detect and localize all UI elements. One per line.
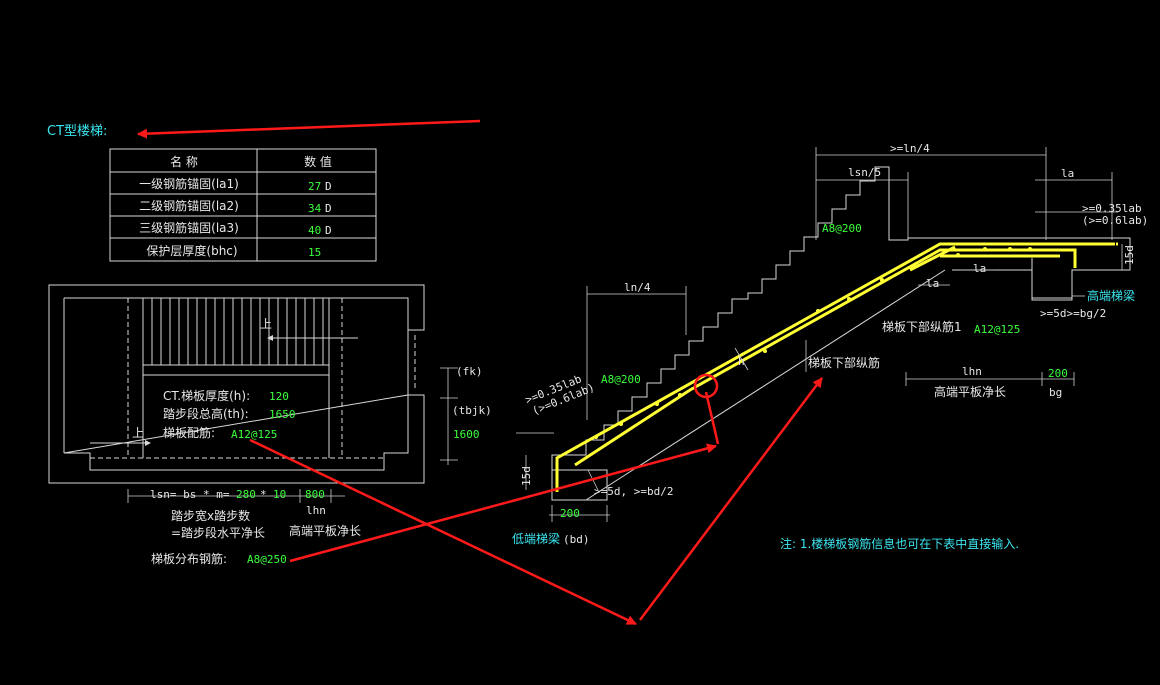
top-rebar [555, 242, 1115, 492]
bottom-bar-1-value[interactable]: A12@125 [974, 323, 1020, 336]
distribution-rebar-dots [594, 247, 1032, 439]
la-mid-label: la [973, 262, 986, 275]
table-row-value[interactable]: 27 [308, 180, 321, 193]
bd-label: (bd) [563, 533, 590, 546]
table-row-unit: D [325, 180, 332, 193]
la-mid-label-2: la [926, 277, 939, 290]
tbjk-label: (tbjk) [452, 404, 492, 417]
red-annotation-arrows [137, 119, 823, 626]
thickness-label: CT.梯板厚度(h): [163, 388, 250, 403]
ln4-left-label: ln/4 [624, 281, 651, 294]
thickness-value[interactable]: 120 [269, 390, 289, 403]
distribution-rebar-value[interactable]: A8@250 [247, 553, 287, 566]
rebar-label: 梯板配筋: [163, 425, 215, 440]
gte5d-left-label: >=5d, >=bd/2 [594, 485, 673, 498]
height-label: 踏步段总高(th): [163, 406, 249, 421]
note-horizontal-length: =踏步段水平净长 [171, 525, 265, 540]
stair-treads [142, 298, 324, 365]
fk-label: (fk) [456, 365, 483, 378]
table-header-name: 名 称 [170, 154, 198, 169]
table-row-name: 三级钢筋锚固(la3) [139, 220, 239, 235]
note-tread-count: 踏步宽x踏步数 [171, 508, 250, 523]
table-row-unit: D [325, 224, 332, 237]
times-sign: * [260, 488, 267, 501]
anchor-top-label-2: (>=0.6lab) [1082, 214, 1148, 227]
table-row-value[interactable]: 34 [308, 202, 322, 215]
note-text: 注: 1.楼梯板钢筋信息也可在下表中直接输入. [780, 536, 1019, 551]
bs-value[interactable]: 280 [236, 488, 256, 501]
low-beam-label: 低端梯梁 [512, 531, 560, 546]
high-beam-label: 高端梯梁 [1087, 288, 1135, 303]
distribution-rebar-label: 梯板分布钢筋: [151, 551, 227, 566]
bg-label: bg [1049, 386, 1062, 399]
lsn5-label: lsn/5 [848, 166, 881, 179]
stair-plan-view: 上 上 CT.梯板厚度(h): 120 踏步段总高(th): 1650 梯板配筋… [48, 284, 492, 566]
15d-right-label: 15d [1123, 245, 1136, 265]
bg-value[interactable]: 200 [1048, 367, 1068, 380]
bottom-bar-label: 梯板下部纵筋 [808, 355, 880, 370]
table-row-name: 一级钢筋锚固(la1) [139, 176, 239, 191]
gte5d-right-label: >=5d>=bg/2 [1040, 307, 1106, 320]
ln4-top-label: >=ln/4 [890, 142, 930, 155]
table-row-name: 二级钢筋锚固(la2) [139, 198, 239, 213]
a8-left-value[interactable]: A8@200 [601, 373, 641, 386]
bd-value[interactable]: 200 [560, 507, 580, 520]
up-direction-label: 上 [260, 317, 272, 331]
lsn-formula: lsn= bs * m= [150, 488, 230, 501]
height-value[interactable]: 1650 [269, 408, 296, 421]
table-row-value[interactable]: 15 [308, 246, 321, 259]
lhn-section-label: lhn [962, 365, 982, 378]
table-row-value[interactable]: 40 [308, 224, 321, 237]
table-row-unit: D [325, 202, 332, 215]
a8-top-value[interactable]: A8@200 [822, 222, 862, 235]
bottom-bar-1-label: 梯板下部纵筋1 [882, 319, 962, 334]
parameter-table: 名 称 数 值 一级钢筋锚固(la1) 27 D 二级钢筋锚固(la2) 34 … [109, 148, 377, 262]
high-platform-length: 高端平板净长 [289, 523, 361, 538]
high-platform-length-section: 高端平板净长 [934, 384, 1006, 399]
rebar-value[interactable]: A12@125 [231, 428, 277, 441]
table-row-name: 保护层厚度(bhc) [146, 243, 237, 258]
h-label: h [738, 355, 745, 368]
table-header-value: 数 值 [304, 154, 332, 169]
up-direction-label-2: 上 [132, 426, 144, 440]
page-title: CT型楼梯: [47, 124, 107, 139]
lhn-label: lhn [306, 504, 326, 517]
bottom-rebar [574, 248, 1077, 467]
stair-section-view: >=ln/4 lsn/5 la >=0.35lab (>=0.6lab) A8@… [512, 142, 1148, 551]
la-top-label: la [1061, 167, 1074, 180]
tbjk-value[interactable]: 1600 [453, 428, 480, 441]
m-value[interactable]: 10 [273, 488, 286, 501]
lhn-value[interactable]: 800 [305, 488, 325, 501]
15d-left-label: 15d [520, 466, 533, 486]
